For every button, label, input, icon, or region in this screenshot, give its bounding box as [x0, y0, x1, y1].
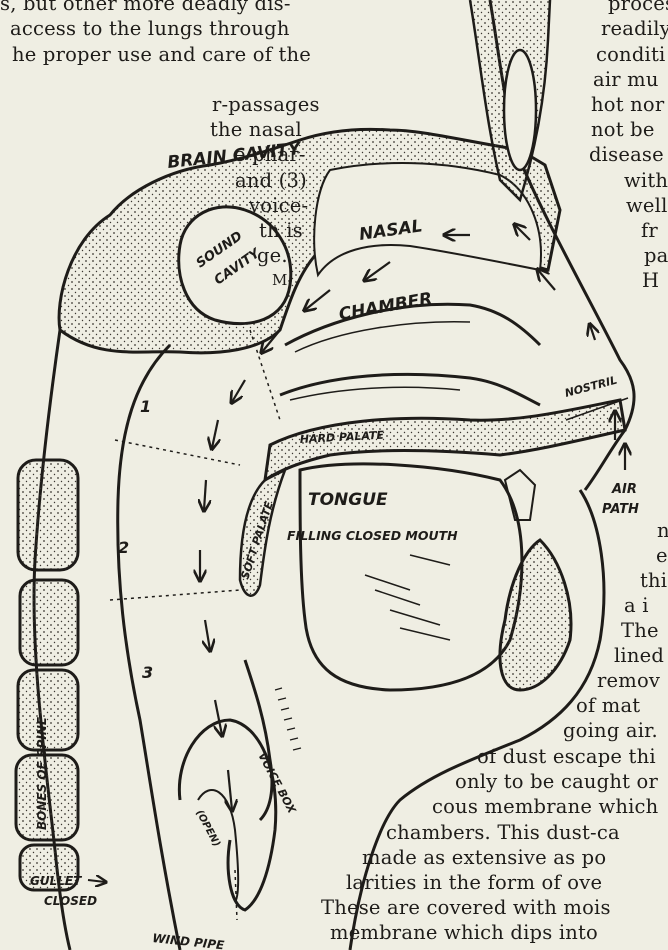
text-line: made as extensive as po: [362, 845, 606, 870]
text-line: fr: [641, 218, 658, 243]
voice-box: [179, 720, 275, 910]
text-line: pa: [644, 243, 668, 268]
label-num-2: 2: [118, 538, 129, 557]
label-wind-pipe: WIND PIPE: [152, 931, 226, 950]
text-line: voice-: [249, 193, 308, 218]
text-line: proces: [608, 0, 668, 16]
label-num-1: 1: [140, 397, 151, 416]
text-line: disease: [589, 142, 664, 167]
text-line: s, but other more deadly dis-: [0, 0, 291, 16]
label-air: AIR: [611, 482, 637, 497]
label-closed: CLOSED: [44, 894, 97, 908]
text-line: only to be caught or: [455, 769, 658, 794]
text-line: chambers. This dust-ca: [386, 820, 620, 845]
text-line: H: [642, 268, 659, 293]
text-line: with: [624, 168, 668, 193]
label-chamber: CHAMBER: [337, 289, 433, 325]
text-line: M-: [272, 268, 293, 293]
text-line: of dust escape thi: [477, 744, 656, 769]
text-line: These are covered with mois: [321, 895, 611, 920]
text-line: well: [626, 193, 668, 218]
text-line: a i: [624, 593, 649, 618]
text-line: not be: [591, 117, 655, 142]
text-line: membrane which dips into: [330, 920, 598, 945]
text-line: ge.: [257, 243, 288, 268]
label-filling: FILLING CLOSED MOUTH: [287, 528, 458, 543]
text-line: n: [657, 518, 668, 543]
text-line: going air.: [563, 718, 658, 743]
text-line: readily: [601, 16, 668, 41]
label-gullet: GULLET: [30, 874, 82, 888]
text-line: hot nor: [591, 92, 664, 117]
label-nostril: NOSTRIL: [563, 373, 618, 399]
text-line: lined: [614, 643, 664, 668]
text-line: access to the lungs through: [10, 16, 290, 41]
text-line: e: [656, 543, 668, 568]
text-line: thi: [640, 568, 667, 593]
text-line: The: [621, 618, 659, 643]
text-line: and (3): [235, 168, 307, 193]
text-line: r-passages: [212, 92, 320, 117]
label-open: (OPEN): [193, 808, 222, 849]
text-line: he proper use and care of the: [12, 42, 311, 67]
text-line: air mu: [593, 67, 659, 92]
label-path: PATH: [602, 502, 639, 517]
label-bones-of-spine: BONES OF SPINE: [35, 716, 49, 830]
text-line: remov: [597, 668, 660, 693]
text-line: e phar-: [234, 142, 306, 167]
text-line: of mat: [576, 693, 640, 718]
text-line: the nasal: [210, 117, 302, 142]
label-tongue: TONGUE: [308, 490, 388, 510]
label-num-3: 3: [142, 663, 153, 682]
chin-jaw: [500, 540, 571, 690]
text-line: cous membrane which: [432, 794, 658, 819]
text-line: larities in the form of ove: [346, 870, 602, 895]
text-line: conditi: [596, 42, 665, 67]
text-line: th is: [259, 218, 303, 243]
